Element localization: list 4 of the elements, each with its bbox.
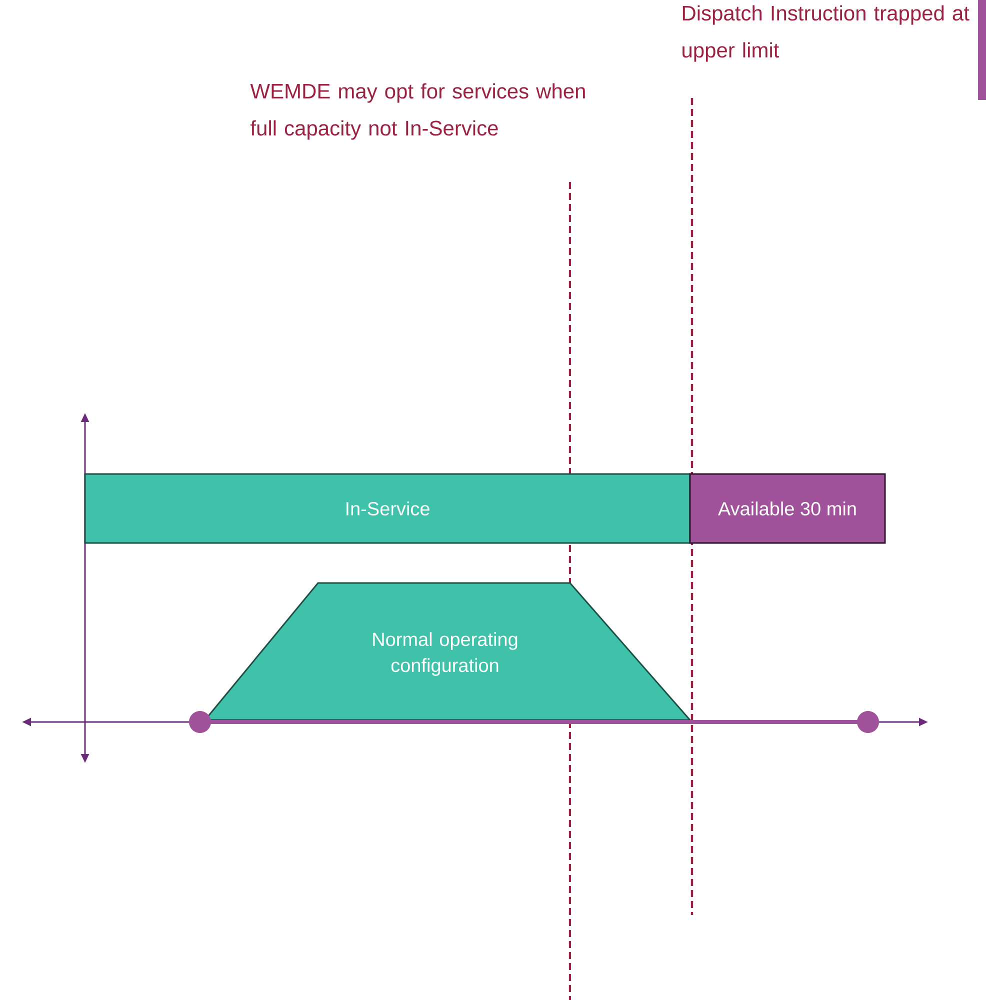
bar: In-Service xyxy=(84,473,691,544)
annotation: WEMDE may opt for services when full capacity not In-Service xyxy=(250,83,585,140)
annotation: Dispatch Instruction trapped at upper limit xyxy=(682,5,970,62)
bar: Available 30 min xyxy=(689,473,886,544)
